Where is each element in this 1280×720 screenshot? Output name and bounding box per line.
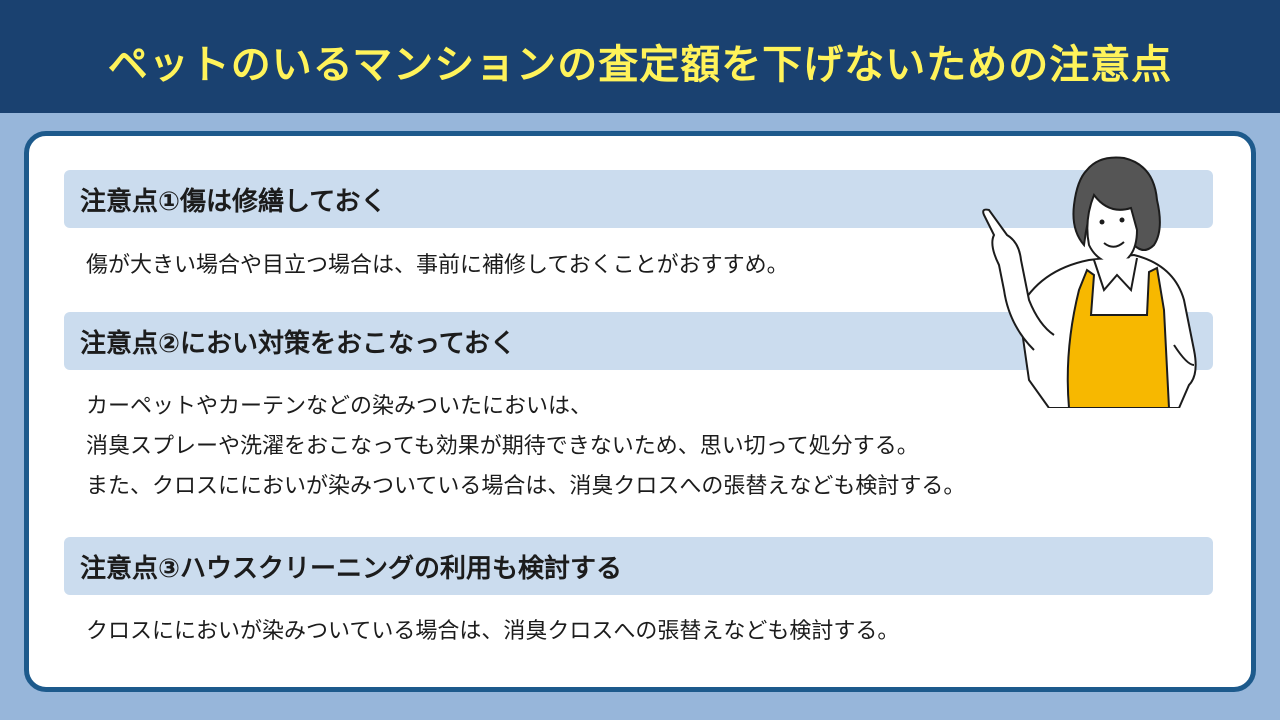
section-heading-bar-3: 注意点③ハウスクリーニングの利用も検討する: [64, 537, 1213, 595]
section-body-1: 傷が大きい場合や目立つ場合は、事前に補修しておくことがおすすめ。: [86, 246, 789, 286]
section-2-line-1: カーペットやカーテンなどの染みついたにおいは、: [86, 394, 593, 419]
woman-in-apron-pointing-icon: [959, 150, 1209, 409]
section-heading-bar-1: 注意点①傷は修繕しておく: [64, 170, 1213, 228]
section-heading-2: 注意点②におい対策をおこなっておく: [80, 328, 516, 359]
section-body-2: カーペットやカーテンなどの染みついたにおいは、 消臭スプレーや洗濯をおこなっても…: [86, 387, 965, 507]
page-title: ペットのいるマンションの査定額を下げないための注意点: [107, 41, 1173, 88]
section-heading-3: 注意点③ハウスクリーニングの利用も検討する: [80, 553, 623, 584]
section-body-3: クロスににおいが染みついている場合は、消臭クロスへの張替えなども検討する。: [86, 612, 899, 652]
section-2-line-3: また、クロスににおいが染みついている場合は、消臭クロスへの張替えなども検討する。: [86, 474, 966, 499]
section-heading-1: 注意点①傷は修繕しておく: [80, 186, 387, 217]
section-3-line-1: クロスににおいが染みついている場合は、消臭クロスへの張替えなども検討する。: [86, 619, 900, 644]
content-card: 注意点①傷は修繕しておく 傷が大きい場合や目立つ場合は、事前に補修しておくことが…: [24, 131, 1256, 692]
section-2-line-2: 消臭スプレーや洗濯をおこなっても効果が期待できないため、思い切って処分する。: [86, 434, 919, 459]
section-1-line-1: 傷が大きい場合や目立つ場合は、事前に補修しておくことがおすすめ。: [86, 253, 789, 278]
header-banner: ペットのいるマンションの査定額を下げないための注意点: [0, 0, 1280, 113]
section-heading-bar-2: 注意点②におい対策をおこなっておく: [64, 312, 1213, 370]
